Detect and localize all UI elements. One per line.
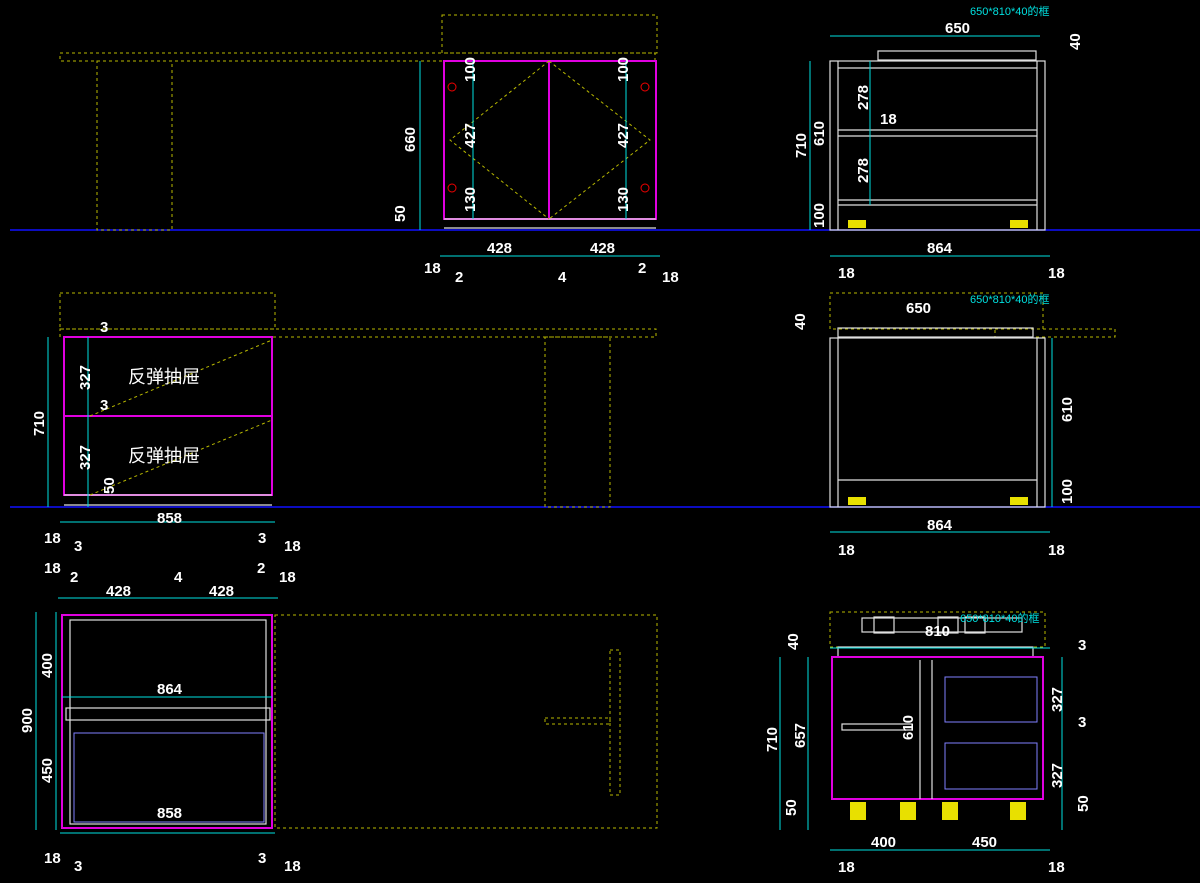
side-view-shelf: 650*810*40的框 650 40 710 610 278 18 278 1… bbox=[793, 4, 1084, 282]
dim-label: 100 bbox=[811, 203, 828, 228]
dim-label: 900 bbox=[19, 708, 36, 733]
dim-label: 327 bbox=[77, 445, 94, 470]
dim-label: 40 bbox=[785, 633, 802, 650]
dim-label: 610 bbox=[1059, 397, 1076, 422]
dim-label: 3 bbox=[1078, 637, 1086, 654]
front-elevation-view: 100 100 660 427 427 130 130 50 428 428 1… bbox=[59, 14, 679, 286]
dim-label: 100 bbox=[615, 57, 632, 82]
dim-label: 657 bbox=[792, 723, 809, 748]
dim-label: 427 bbox=[615, 123, 632, 148]
dim-label: 100 bbox=[1059, 479, 1076, 504]
dim-label: 18 bbox=[1048, 542, 1065, 559]
dim-label: 2 bbox=[70, 569, 78, 586]
dim-label: 18 bbox=[44, 530, 61, 547]
dim-label: 858 bbox=[157, 805, 182, 822]
note-label: 650*810*40的框 bbox=[970, 292, 1050, 306]
dim-label: 18 bbox=[284, 538, 301, 555]
dim-label: 450 bbox=[39, 758, 56, 783]
dim-label: 50 bbox=[392, 205, 409, 222]
note-label: 650*810*40的框 bbox=[970, 4, 1050, 18]
dim-label: 428 bbox=[106, 583, 131, 600]
dim-label: 710 bbox=[793, 133, 810, 158]
dim-label: 864 bbox=[927, 517, 953, 534]
plan-view: 18 2 4 2 18 428 428 900 400 450 864 858 … bbox=[19, 560, 658, 875]
dim-label: 810 bbox=[925, 623, 950, 640]
drawer-label: 反弹抽屉 bbox=[128, 446, 200, 467]
dim-label: 40 bbox=[792, 313, 809, 330]
dim-label: 610 bbox=[811, 121, 828, 146]
dim-label: 40 bbox=[1067, 33, 1084, 50]
dim-label: 18 bbox=[44, 560, 61, 577]
dim-label: 2 bbox=[257, 560, 265, 577]
dim-label: 428 bbox=[487, 240, 512, 257]
dim-label: 278 bbox=[855, 85, 872, 110]
dim-label: 18 bbox=[284, 858, 301, 875]
dim-label: 400 bbox=[871, 834, 896, 851]
side-view-open: 650*810*40的框 650 40 610 100 864 18 18 bbox=[792, 292, 1116, 559]
dim-label: 864 bbox=[157, 681, 183, 698]
dim-label: 428 bbox=[209, 583, 234, 600]
dim-label: 864 bbox=[927, 240, 953, 257]
dim-label: 18 bbox=[424, 260, 441, 277]
dim-label: 650 bbox=[906, 300, 931, 317]
dim-label: 18 bbox=[838, 859, 855, 876]
dim-label: 18 bbox=[44, 850, 61, 867]
dim-label: 18 bbox=[279, 569, 296, 586]
dim-label: 660 bbox=[402, 127, 419, 152]
dim-label: 858 bbox=[157, 510, 182, 527]
dim-label: 50 bbox=[1075, 795, 1092, 812]
dim-label: 18 bbox=[838, 542, 855, 559]
dim-label: 710 bbox=[31, 411, 48, 436]
dim-label: 18 bbox=[662, 269, 679, 286]
dim-label: 710 bbox=[764, 727, 781, 752]
dim-label: 400 bbox=[39, 653, 56, 678]
dim-label: 4 bbox=[174, 569, 183, 586]
drawer-label: 反弹抽屉 bbox=[128, 367, 200, 388]
dim-label: 50 bbox=[101, 477, 118, 494]
dim-label: 278 bbox=[855, 158, 872, 183]
dim-label: 18 bbox=[1048, 265, 1065, 282]
dim-label: 3 bbox=[258, 530, 266, 547]
dim-label: 3 bbox=[258, 850, 266, 867]
dim-label: 4 bbox=[558, 269, 567, 286]
dim-label: 3 bbox=[74, 538, 82, 555]
dim-label: 610 bbox=[900, 715, 917, 740]
dim-label: 18 bbox=[838, 265, 855, 282]
dim-label: 327 bbox=[1049, 687, 1066, 712]
dim-label: 130 bbox=[615, 187, 632, 212]
dim-label: 427 bbox=[462, 123, 479, 148]
dim-label: 327 bbox=[1049, 763, 1066, 788]
drawer-elevation-view: 3 327 3 327 50 710 反弹抽屉 反弹抽屉 858 18 3 3 … bbox=[31, 292, 657, 555]
dim-label: 3 bbox=[100, 319, 108, 336]
dim-label: 3 bbox=[100, 397, 108, 414]
dim-label: 3 bbox=[74, 858, 82, 875]
dim-label: 428 bbox=[590, 240, 615, 257]
dim-label: 650 bbox=[945, 20, 970, 37]
dim-label: 327 bbox=[77, 365, 94, 390]
dim-label: 130 bbox=[462, 187, 479, 212]
dim-label: 2 bbox=[638, 260, 646, 277]
note-label: 650*810*40的框 bbox=[960, 611, 1040, 625]
dim-label: 2 bbox=[455, 269, 463, 286]
dim-label: 50 bbox=[783, 799, 800, 816]
section-view: 650*810*40的框 810 40 3 327 3 327 50 710 6… bbox=[764, 611, 1092, 876]
dim-label: 18 bbox=[1048, 859, 1065, 876]
dim-label: 100 bbox=[462, 57, 479, 82]
dim-label: 18 bbox=[880, 111, 897, 128]
dim-label: 450 bbox=[972, 834, 997, 851]
dim-label: 3 bbox=[1078, 714, 1086, 731]
